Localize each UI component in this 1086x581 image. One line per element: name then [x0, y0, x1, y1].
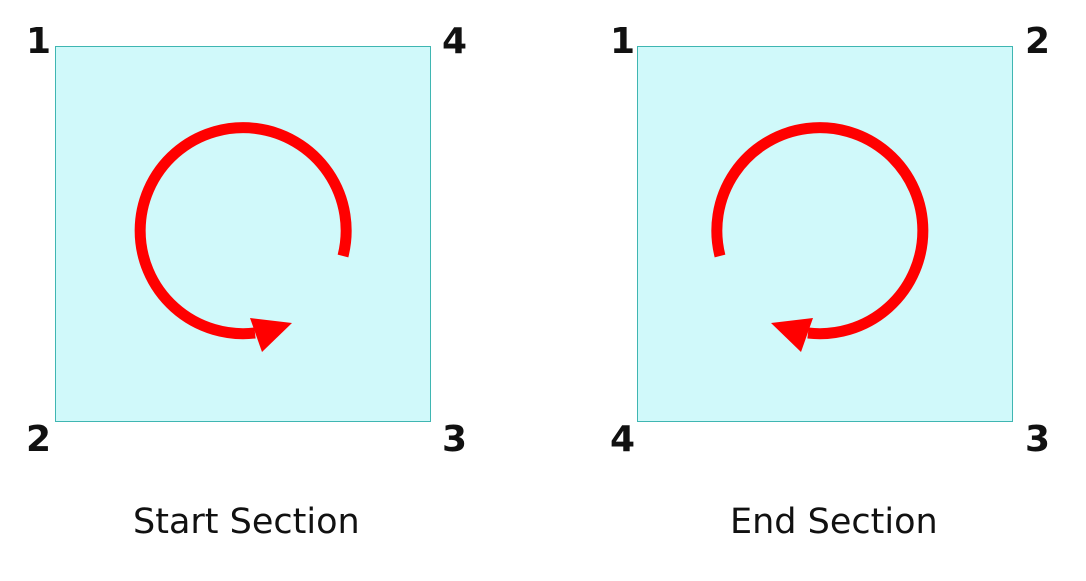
end-section-caption: End Section: [730, 502, 938, 542]
corner-label-top-right: 4: [442, 21, 468, 62]
start-section-square: [55, 46, 431, 422]
curved-arrow-counterclockwise-icon: [134, 122, 352, 352]
end-section-panel: 1 2 4 3 End Section: [543, 0, 1086, 581]
corner-label-bottom-right: 3: [442, 419, 468, 460]
corner-label-top-left: 1: [26, 21, 52, 62]
start-section-caption: Start Section: [133, 502, 360, 542]
end-section-square: [637, 46, 1013, 422]
corner-label-top-left: 1: [610, 21, 636, 62]
corner-label-top-right: 2: [1025, 21, 1051, 62]
corner-label-bottom-right: 3: [1025, 419, 1051, 460]
corner-label-bottom-left: 4: [610, 419, 636, 460]
corner-label-bottom-left: 2: [26, 419, 52, 460]
curved-arrow-clockwise-icon: [711, 122, 929, 352]
start-section-panel: 1 4 2 3 Start Section: [26, 21, 468, 542]
